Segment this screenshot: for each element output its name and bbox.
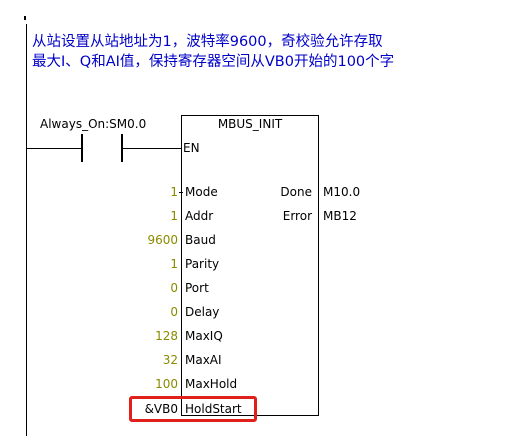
holdstart-highlight-box xyxy=(129,396,257,422)
pin-delay: Delay xyxy=(185,305,220,319)
param-value-done[interactable]: M10.0 xyxy=(323,185,361,199)
pin-stub-mark xyxy=(181,260,182,269)
pin-holdstart: HoldStart xyxy=(185,402,242,416)
pin-maxai: MaxAI xyxy=(185,353,222,367)
param-value-port[interactable]: 0 xyxy=(170,281,178,295)
power-rail xyxy=(26,24,27,436)
pin-stub-mark xyxy=(181,284,182,293)
pin-addr: Addr xyxy=(185,209,214,223)
wire-rail-to-contact xyxy=(27,148,81,149)
pin-parity: Parity xyxy=(185,257,220,271)
pin-port: Port xyxy=(185,281,209,295)
param-value-maxai[interactable]: 32 xyxy=(162,353,178,367)
param-value-maxhold[interactable]: 100 xyxy=(155,377,178,391)
param-value-maxiq[interactable]: 128 xyxy=(155,329,178,343)
pin-stub-mark xyxy=(181,332,182,341)
pin-maxiq: MaxIQ xyxy=(185,329,223,343)
param-value-mode[interactable]: 1 xyxy=(170,185,178,199)
pin-stub-mark xyxy=(181,188,182,197)
param-value-error[interactable]: MB12 xyxy=(323,209,357,223)
pin-done: Done xyxy=(280,185,312,199)
pin-error: Error xyxy=(282,209,312,223)
block-title: MBUS_INIT xyxy=(217,117,283,131)
pin-stub-mark xyxy=(318,212,319,221)
comment-line-2: 最大I、Q和AI值，保持寄存器空间从VB0开始的100个字 xyxy=(32,54,395,70)
pin-en: EN xyxy=(183,141,200,155)
pin-mode: Mode xyxy=(185,185,218,199)
contact-right-bar[interactable] xyxy=(121,134,123,162)
pin-stub-mark xyxy=(318,188,319,197)
pin-stub-mark xyxy=(181,405,182,414)
param-value-delay[interactable]: 0 xyxy=(170,305,178,319)
pin-maxhold: MaxHold xyxy=(185,377,238,391)
param-value-parity[interactable]: 1 xyxy=(170,257,178,271)
pin-stub-mark xyxy=(181,356,182,365)
contact-address-label[interactable]: Always_On:SM0.0 xyxy=(40,117,147,131)
param-value-addr[interactable]: 1 xyxy=(170,209,178,223)
pin-stub-mark xyxy=(181,308,182,317)
pin-stub-mark xyxy=(181,212,182,221)
pin-baud: Baud xyxy=(185,233,216,247)
network-comment[interactable]: 从站设置从站地址为1，波特率9600，奇校验允许存取 最大I、Q和AI值，保持寄… xyxy=(32,32,512,72)
comment-line-1: 从站设置从站地址为1，波特率9600，奇校验允许存取 xyxy=(32,34,383,50)
pin-stub-mark xyxy=(181,380,182,389)
contact-left-bar[interactable] xyxy=(81,134,83,162)
rung-marker xyxy=(24,16,26,20)
pin-stub-mark xyxy=(181,236,182,245)
wire-contact-to-block xyxy=(123,148,181,149)
param-value-holdstart[interactable]: &VB0 xyxy=(144,402,178,416)
param-value-baud[interactable]: 9600 xyxy=(147,233,178,247)
